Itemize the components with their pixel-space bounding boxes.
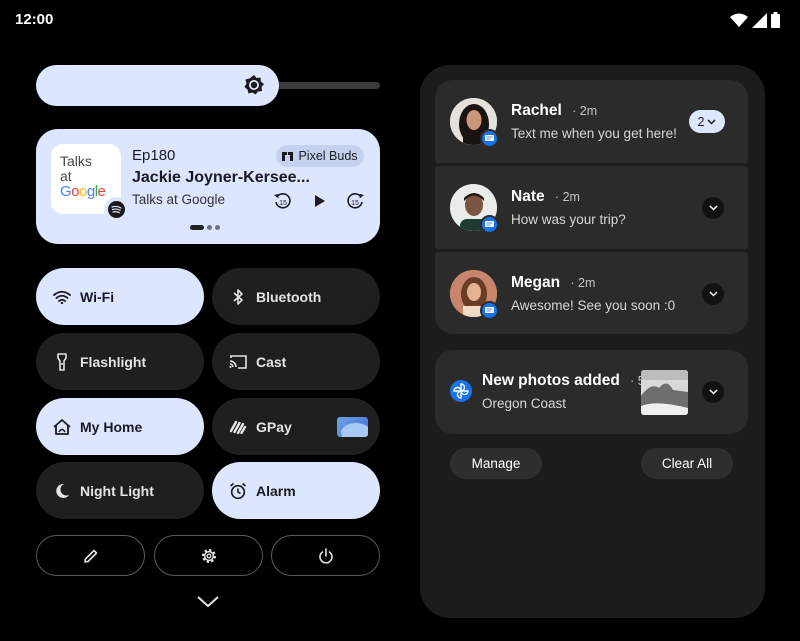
message-icon <box>480 301 499 320</box>
tile-bluetooth[interactable]: Bluetooth <box>212 268 380 325</box>
status-icons <box>730 12 780 28</box>
media-controls: 15 15 <box>272 190 366 212</box>
manage-button[interactable]: Manage <box>450 448 542 479</box>
brightness-icon <box>244 75 264 95</box>
photos-app-icon <box>450 380 472 402</box>
chevron-down-icon <box>707 118 716 125</box>
payment-card-thumbnail <box>337 417 368 437</box>
expand-button[interactable] <box>702 381 724 403</box>
output-device-label: Pixel Buds <box>298 149 358 163</box>
expand-button[interactable]: 2 <box>689 110 725 133</box>
forward-15-icon[interactable]: 15 <box>344 190 366 212</box>
message-icon <box>480 129 499 148</box>
chevron-down-icon[interactable] <box>197 596 219 608</box>
chevron-down-icon <box>708 389 718 395</box>
cellular-icon <box>752 12 767 28</box>
tile-label: My Home <box>80 418 143 435</box>
album-art-line2: at <box>60 168 72 184</box>
tile-label: GPay <box>256 418 292 435</box>
output-device-chip[interactable]: Pixel Buds <box>276 145 364 167</box>
notification-rachel[interactable]: Rachel · 2m Text me when you get here! 2 <box>435 80 748 163</box>
gpay-icon <box>228 417 248 437</box>
play-icon[interactable] <box>308 190 330 212</box>
clear-all-button[interactable]: Clear All <box>641 448 733 479</box>
spotify-icon <box>104 197 129 222</box>
moon-icon <box>52 481 72 501</box>
media-episode: Ep180 <box>132 147 176 164</box>
replay-15-icon[interactable]: 15 <box>272 190 294 212</box>
notification-sender: Rachel · 2m <box>511 102 598 119</box>
notification-sender: Nate · 2m <box>511 188 580 205</box>
chevron-down-icon <box>708 205 718 211</box>
message-count: 2 <box>697 114 705 129</box>
power-button[interactable] <box>271 535 380 576</box>
tile-flashlight[interactable]: Flashlight <box>36 333 204 390</box>
tile-gpay[interactable]: GPay <box>212 398 380 455</box>
alarm-icon <box>228 481 248 501</box>
tile-label: Night Light <box>80 482 154 499</box>
notification-panel: Rachel · 2m Text me when you get here! 2… <box>420 65 765 618</box>
expand-button[interactable] <box>702 197 724 219</box>
notification-message: Text me when you get here! <box>511 126 677 141</box>
settings-button[interactable] <box>154 535 263 576</box>
tile-label: Alarm <box>256 482 296 499</box>
notification-sender: Megan · 2m <box>511 274 596 291</box>
media-player-card[interactable]: Talks at Google Ep180 Jackie Joyner-Kers… <box>36 129 380 244</box>
notification-subtitle: Oregon Coast <box>482 396 567 411</box>
expand-button[interactable] <box>702 283 724 305</box>
media-subtitle: Talks at Google <box>132 192 226 207</box>
edit-button[interactable] <box>36 535 145 576</box>
svg-text:15: 15 <box>351 200 359 207</box>
tile-alarm[interactable]: Alarm <box>212 462 380 519</box>
tile-label: Cast <box>256 353 287 370</box>
chevron-down-icon <box>708 291 718 297</box>
svg-text:15: 15 <box>279 200 287 207</box>
tile-wifi[interactable]: Wi-Fi <box>36 268 204 325</box>
wifi-icon <box>730 13 748 27</box>
tile-label: Flashlight <box>80 353 147 370</box>
notification-photos[interactable]: New photos added · 5m Oregon Coast <box>435 350 748 434</box>
home-icon <box>52 417 72 437</box>
avatar <box>450 184 497 231</box>
notification-title: New photos added · 5m <box>482 372 655 389</box>
edit-icon <box>83 549 97 563</box>
photo-thumbnail <box>641 370 688 415</box>
wifi-icon <box>52 287 72 307</box>
flashlight-icon <box>52 352 72 372</box>
album-art-brand: Google <box>60 183 106 200</box>
earbuds-icon <box>282 151 294 161</box>
album-art-line1: Talks <box>60 153 92 169</box>
brightness-slider[interactable] <box>36 65 279 106</box>
power-icon <box>318 547 333 564</box>
notification-megan[interactable]: Megan · 2m Awesome! See you soon :0 <box>435 252 748 334</box>
cast-icon <box>228 352 248 372</box>
notification-message: Awesome! See you soon :0 <box>511 298 676 313</box>
message-icon <box>480 215 499 234</box>
tile-label: Wi-Fi <box>80 288 115 305</box>
tile-cast[interactable]: Cast <box>212 333 380 390</box>
tile-night-light[interactable]: Night Light <box>36 462 204 519</box>
page-indicator <box>190 225 220 230</box>
notification-message: How was your trip? <box>511 212 626 227</box>
bluetooth-icon <box>228 287 248 307</box>
battery-icon <box>771 12 780 28</box>
notification-nate[interactable]: Nate · 2m How was your trip? <box>435 166 748 249</box>
status-time: 12:00 <box>15 11 54 28</box>
tile-label: Bluetooth <box>256 288 322 305</box>
tile-my-home[interactable]: My Home <box>36 398 204 455</box>
settings-icon <box>201 548 216 563</box>
media-title: Jackie Joyner-Kersee... <box>132 169 310 186</box>
